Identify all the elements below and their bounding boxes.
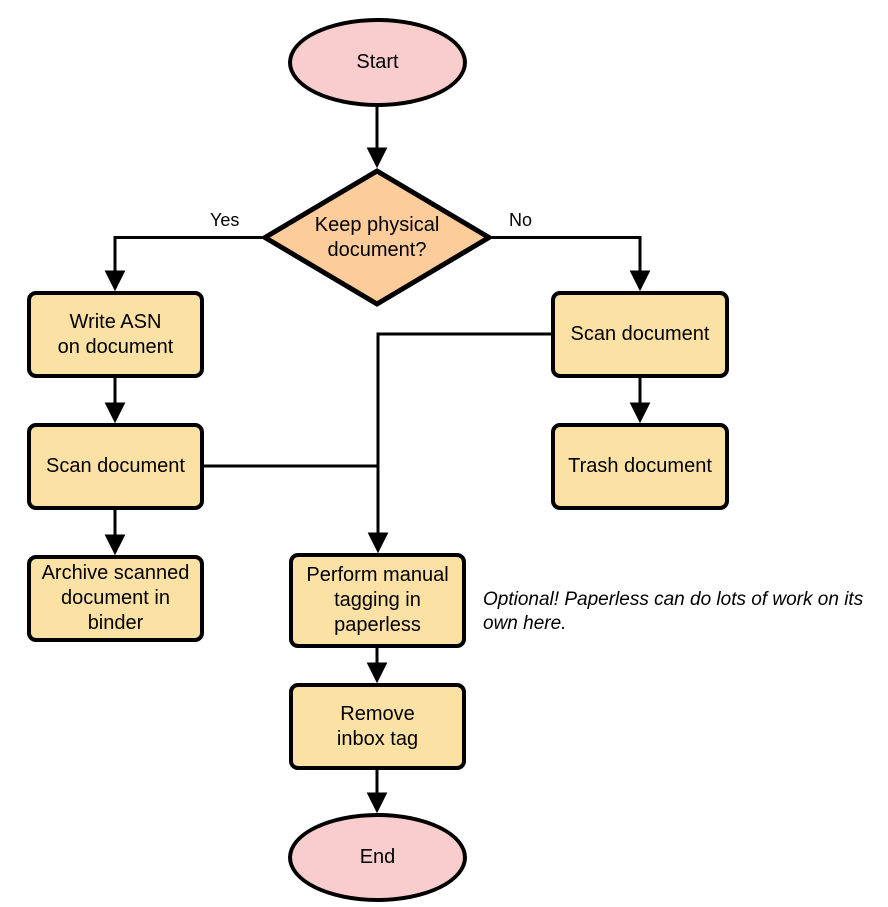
edge-label-no: No bbox=[509, 210, 533, 230]
node-start-label: Start bbox=[356, 51, 399, 73]
node-end[interactable]: End bbox=[288, 813, 467, 902]
edge-scanright-to-tagging bbox=[367, 332, 551, 554]
node-start[interactable]: Start bbox=[288, 18, 467, 107]
node-trash-document[interactable]: Trash document bbox=[551, 423, 729, 510]
node-write-asn-on-document[interactable]: Write ASN on document bbox=[27, 291, 204, 378]
node-scan-document-left[interactable]: Scan document bbox=[27, 423, 204, 510]
node-tagging-label: Perform manual tagging in paperless bbox=[306, 564, 449, 636]
diamond-shape-icon bbox=[262, 168, 492, 307]
node-trash-document-label: Trash document bbox=[568, 455, 712, 477]
node-scan-document-right-label: Scan document bbox=[570, 323, 710, 345]
node-perform-manual-tagging-in-paperless[interactable]: Perform manual tagging in paperless bbox=[289, 553, 466, 648]
node-end-label: End bbox=[359, 846, 396, 868]
node-write-asn-label: Write ASN on document bbox=[57, 310, 174, 358]
node-remove-inbox-tag-label: Remove inbox tag bbox=[336, 702, 419, 750]
edge-label-yes: Yes bbox=[210, 210, 240, 230]
annotation-optional-note: Optional! Paperless can do lots of work … bbox=[483, 589, 864, 634]
node-archive-label: Archive scanned document in binder bbox=[41, 562, 190, 634]
node-archive-scanned-document-in-binder[interactable]: Archive scanned document in binder bbox=[27, 555, 204, 642]
edge-decision-no bbox=[492, 236, 651, 292]
node-decision-keep-physical-document[interactable]: Keep physical document? bbox=[262, 168, 492, 307]
node-scan-document-left-label: Scan document bbox=[46, 455, 185, 477]
node-scan-document-right[interactable]: Scan document bbox=[551, 291, 729, 378]
node-decision-label: Keep physical document? bbox=[314, 213, 440, 261]
edge-decision-yes bbox=[104, 236, 262, 292]
node-remove-inbox-tag[interactable]: Remove inbox tag bbox=[289, 683, 466, 770]
